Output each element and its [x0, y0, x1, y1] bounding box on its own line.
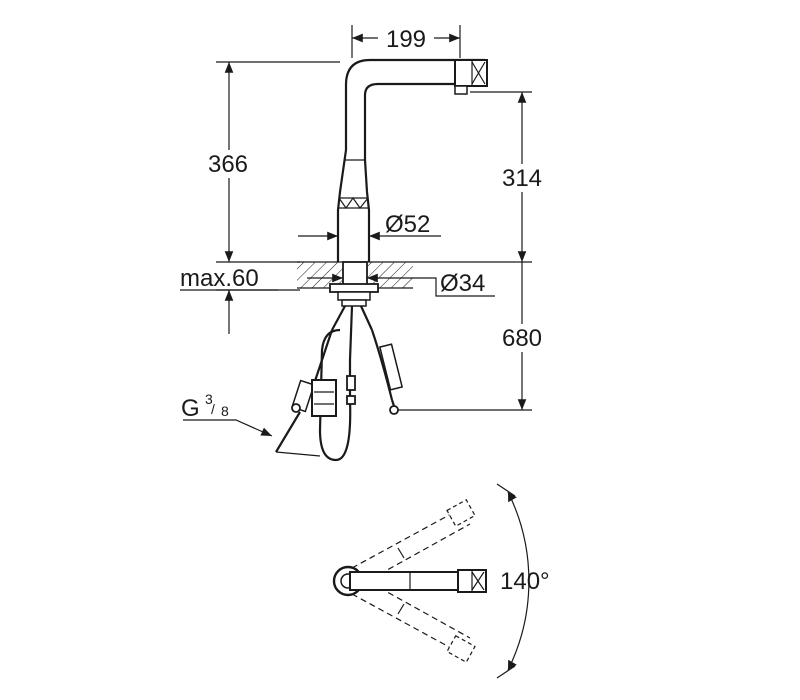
pull-out-hose	[311, 328, 356, 462]
label-thread-g: G	[181, 395, 200, 422]
label-max-deck-thickness: max.60	[180, 265, 259, 292]
label-thread-denominator: 8	[221, 403, 229, 419]
spout-top-view	[332, 565, 487, 597]
thread-fraction-slash: /	[211, 401, 215, 417]
dim-spout-height: 314	[413, 91, 550, 263]
supply-hoses	[275, 329, 404, 453]
dim-hole-diameter: Ø34	[307, 270, 495, 297]
faucet-body	[336, 58, 485, 262]
label-spout-reach: 199	[386, 26, 426, 53]
top-view-swivel: 140°	[332, 483, 550, 679]
label-hose-length: 680	[502, 325, 542, 352]
dim-total-height: 366	[200, 61, 340, 263]
dim-max-deck-thickness: max.60	[180, 265, 300, 334]
label-hole-diameter: Ø34	[440, 270, 485, 297]
dim-connection-thread: G 3 / 8	[181, 391, 321, 457]
spray-head	[454, 59, 488, 95]
dim-hose-length: 680	[398, 262, 550, 411]
label-thread-numerator: 3	[205, 391, 213, 407]
mounting-hardware	[329, 283, 379, 361]
label-swivel-angle: 140°	[500, 568, 550, 595]
swivel-arc	[507, 491, 530, 671]
label-total-height: 366	[208, 151, 248, 178]
label-spout-height: 314	[502, 165, 542, 192]
dim-body-diameter: Ø52	[298, 211, 441, 241]
label-body-diameter: Ø52	[385, 211, 430, 238]
dim-spout-reach: 199	[351, 25, 461, 58]
side-elevation-view: 199 366 314 Ø52	[180, 25, 550, 462]
